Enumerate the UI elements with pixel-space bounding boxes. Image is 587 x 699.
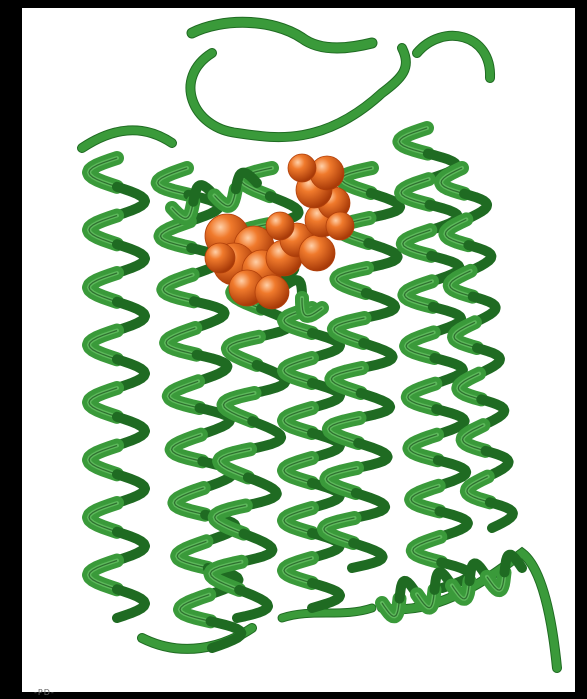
ligand-atom	[326, 212, 354, 240]
ligand-atom	[266, 212, 294, 240]
extracellular-loop-top-face	[190, 48, 405, 137]
extracellular-loop-right-face	[417, 36, 490, 78]
ligand-atom	[288, 154, 316, 182]
corner-label: -PD-	[34, 688, 55, 697]
helix-back-strand	[505, 555, 523, 573]
ligand-atom	[299, 235, 335, 271]
helix-1	[89, 158, 145, 618]
ligand-atom	[205, 243, 235, 273]
helix-back-strand	[490, 502, 513, 528]
helix-back-strand	[237, 590, 268, 618]
helix-back-strand	[312, 583, 340, 608]
extracellular-loop-upper-face	[192, 22, 372, 48]
helix-7	[441, 168, 513, 528]
ligand-atom	[255, 275, 289, 309]
helix-4	[284, 308, 340, 608]
intracellular-loop-2-face	[282, 608, 372, 618]
figure-panel	[22, 8, 575, 692]
ligand-spheres	[205, 154, 354, 309]
helix-back-strand	[352, 543, 383, 568]
protein-structure	[22, 8, 575, 692]
helix-back-strand	[117, 589, 145, 618]
extracellular-loop-top	[190, 48, 405, 137]
helix-back-strand	[211, 621, 242, 648]
